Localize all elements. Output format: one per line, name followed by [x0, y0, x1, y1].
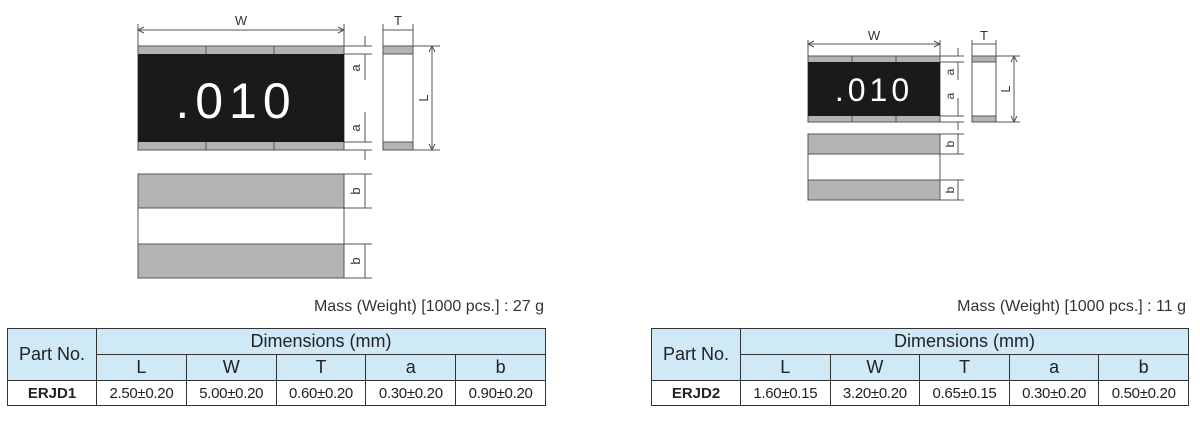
left-part-header: Part No. — [7, 328, 97, 381]
left-val-w: 5.00±0.20 — [185, 380, 277, 406]
left-chip-bottom-view — [137, 173, 345, 279]
left-mass-label: Mass (Weight) [1000 pcs.] : 27 g — [313, 298, 544, 315]
right-val-b: 0.50±0.20 — [1098, 380, 1189, 406]
right-val-t: 0.65±0.15 — [919, 380, 1010, 406]
right-val-w: 3.20±0.20 — [829, 380, 921, 406]
right-val-l: 1.60±0.15 — [740, 380, 831, 406]
table-row: ERJD1 2.50±0.20 5.00±0.20 0.60±0.20 0.30… — [7, 380, 546, 406]
right-l-dimension — [996, 54, 1020, 124]
left-val-l: 2.50±0.20 — [96, 380, 187, 406]
right-chip-side-view — [971, 55, 997, 123]
right-l-label: L — [998, 85, 1013, 92]
left-part-number: ERJD1 — [7, 380, 97, 406]
table-row: ERJD2 1.60±0.15 3.20±0.20 0.65±0.15 0.30… — [651, 380, 1189, 406]
right-a-bottom-label: a — [943, 92, 957, 99]
left-w-dimension — [136, 24, 346, 46]
right-part-number: ERJD2 — [651, 380, 741, 406]
left-l-label: L — [416, 94, 431, 101]
left-col-t: T — [275, 354, 367, 381]
left-a-top-label: a — [348, 64, 363, 72]
right-dims-header: Dimensions (mm) — [740, 328, 1189, 355]
left-val-a: 0.30±0.20 — [365, 380, 457, 406]
left-b-bottom-label: b — [348, 257, 363, 264]
right-col-w: W — [829, 354, 921, 381]
left-a-dimension — [344, 36, 372, 160]
left-col-l: L — [96, 354, 187, 381]
right-w-label: W — [868, 28, 881, 43]
right-dimensions-table: Part No. Dimensions (mm) L W T a b ERJD2… — [651, 328, 1189, 406]
left-val-t: 0.60±0.20 — [275, 380, 367, 406]
left-col-w: W — [185, 354, 277, 381]
left-col-a: a — [365, 354, 457, 381]
left-l-dimension — [413, 44, 440, 152]
right-t-label: T — [980, 28, 988, 43]
right-mass-label: Mass (Weight) [1000 pcs.] : 11 g — [957, 298, 1186, 315]
right-part-header: Part No. — [651, 328, 741, 381]
right-b-bottom-label: b — [943, 186, 957, 193]
right-val-a: 0.30±0.20 — [1008, 380, 1100, 406]
left-b-dimension — [344, 173, 372, 279]
left-chip-top-view: .010 — [137, 45, 345, 151]
right-w-dimension — [806, 40, 942, 56]
right-chip-marking: .010 — [835, 72, 913, 108]
right-t-dimension — [971, 40, 997, 56]
right-b-dimension — [940, 133, 964, 201]
left-chip-marking: .010 — [175, 73, 296, 129]
left-a-bottom-label: a — [348, 124, 363, 132]
right-col-b: b — [1098, 354, 1189, 381]
right-a-dimension — [940, 48, 964, 130]
left-val-b: 0.90±0.20 — [455, 380, 546, 406]
left-t-label: T — [394, 13, 402, 28]
right-chip-top-view: .010 — [807, 55, 941, 123]
left-w-label: W — [235, 13, 248, 28]
left-chip-side-view — [382, 45, 414, 151]
right-col-l: L — [740, 354, 831, 381]
left-col-b: b — [455, 354, 546, 381]
left-dimensions-table: Part No. Dimensions (mm) L W T a b ERJD1… — [7, 328, 546, 406]
right-col-t: T — [919, 354, 1010, 381]
left-t-dimension — [382, 24, 414, 46]
left-b-top-label: b — [348, 187, 363, 194]
right-b-top-label: b — [943, 140, 957, 147]
left-dims-header: Dimensions (mm) — [96, 328, 546, 355]
right-chip-bottom-view — [807, 133, 941, 201]
right-a-top-label: a — [943, 68, 957, 75]
right-col-a: a — [1008, 354, 1100, 381]
